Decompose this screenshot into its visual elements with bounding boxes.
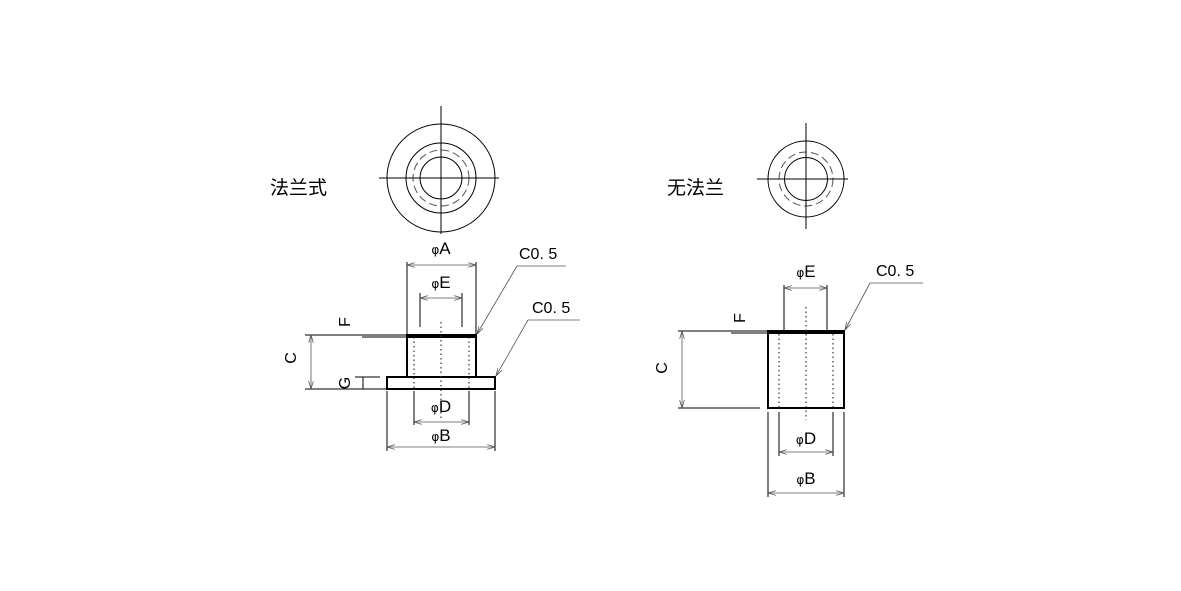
chamfer-top-leader — [845, 282, 871, 330]
chamfer-top-leader — [477, 265, 518, 334]
flange-outline — [386, 376, 496, 390]
plain-top-view — [757, 123, 848, 229]
flanged-side-view: φA φE C0. 5 C0. 5 F C G — [283, 239, 580, 451]
plain-title: 无法兰 — [667, 177, 724, 199]
dim-C-label: C — [283, 352, 300, 364]
flanged-title: 法兰式 — [270, 177, 327, 199]
chamfer-flange-label: C0. 5 — [532, 300, 570, 317]
body-outline — [767, 330, 845, 409]
dim-F-label: F — [732, 313, 749, 323]
dim-C-label: C — [654, 362, 671, 374]
dim-D-label: φD — [796, 429, 816, 448]
dim-G-label: G — [337, 377, 354, 389]
flanged-bushing: 法兰式 φA φE C0. 5 — [270, 106, 580, 451]
chamfer-flange-leader — [496, 319, 529, 376]
dim-E-label: φE — [431, 273, 450, 292]
dim-E-label: φE — [796, 262, 815, 281]
dim-B-label: φB — [796, 469, 815, 488]
chamfer-top-label: C0. 5 — [876, 263, 914, 280]
dim-F-label: F — [337, 317, 354, 327]
dim-B-label: φB — [431, 426, 450, 445]
plain-side-view: φE C0. 5 F C φD φB — [654, 262, 923, 497]
flanged-top-view — [379, 106, 499, 234]
plain-bushing: 无法兰 φE C0. 5 F — [654, 123, 923, 497]
dim-D-label: φD — [431, 397, 451, 416]
dim-A-label: φA — [431, 239, 451, 258]
chamfer-top-label: C0. 5 — [519, 246, 557, 263]
